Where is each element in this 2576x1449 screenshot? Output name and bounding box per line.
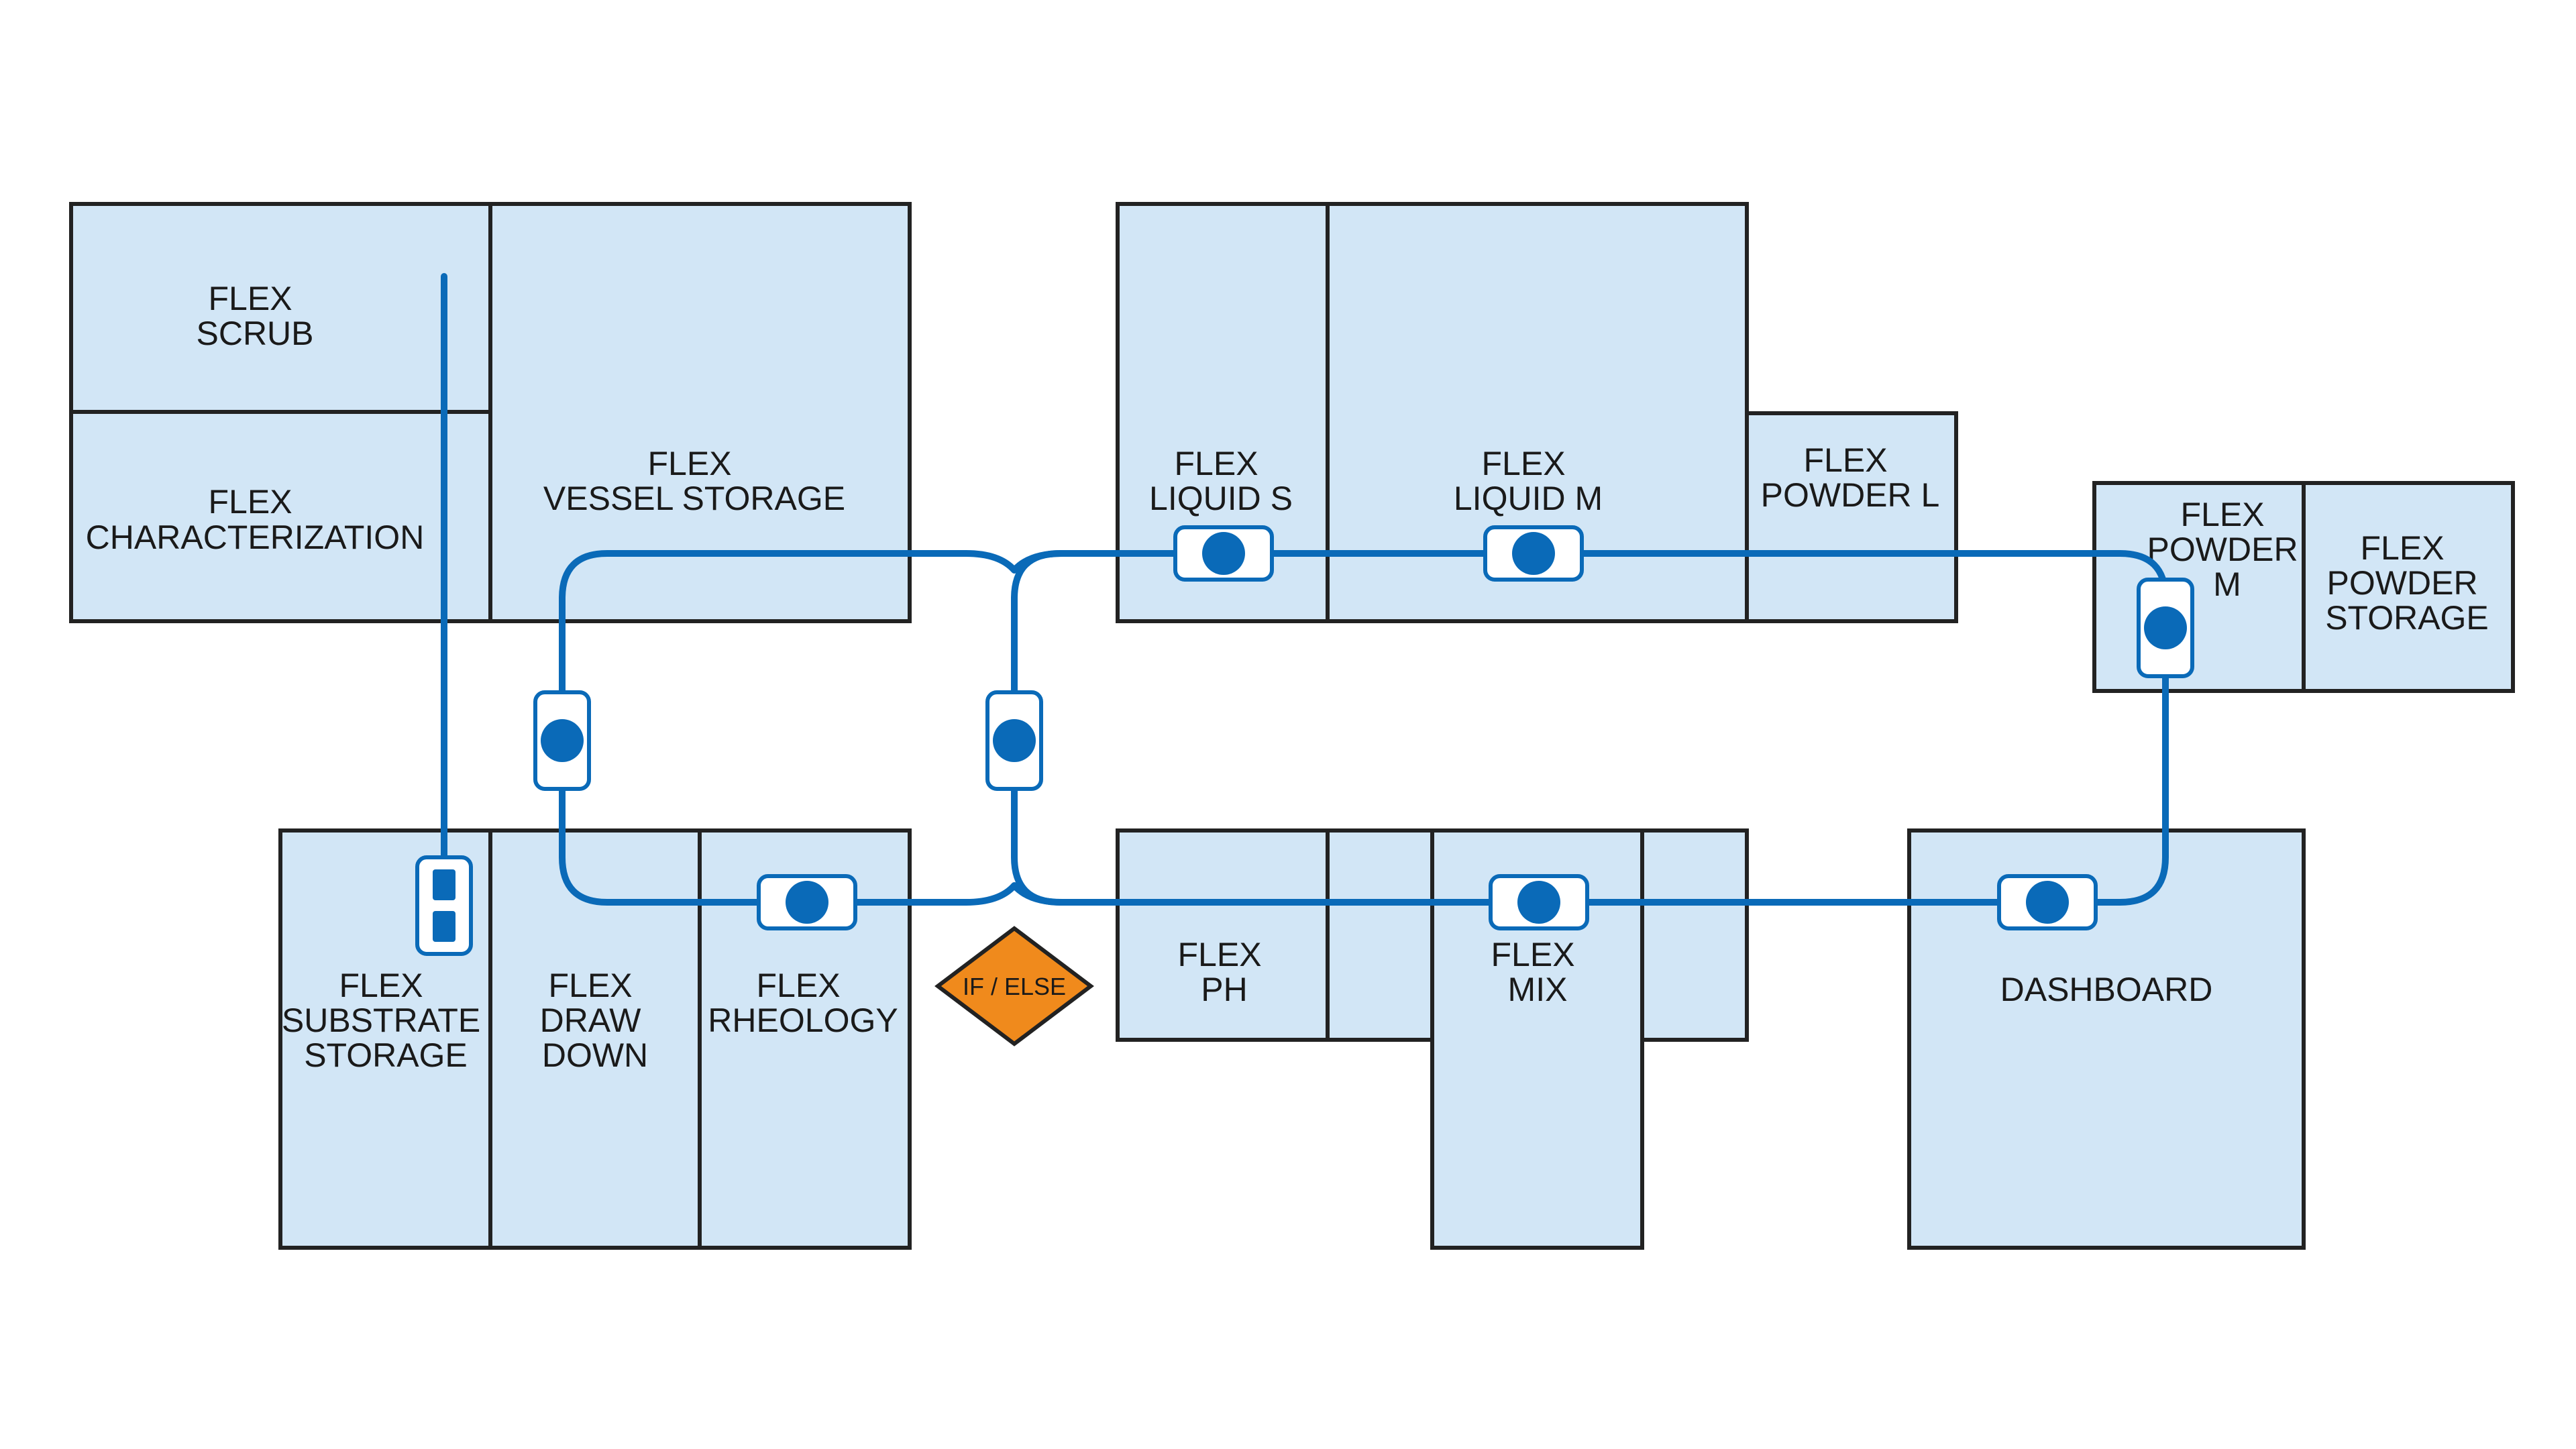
module-label-dashboard: DASHBOARD — [2000, 971, 2213, 1008]
module-label-scrub: FLEX SCRUB — [196, 280, 313, 352]
carrier-mix — [1489, 874, 1589, 930]
module-spacer-right — [1640, 828, 1749, 1042]
module-label-substrate-storage: FLEX SUBSTRATE STORAGE — [282, 967, 490, 1074]
module-label-vessel-storage: FLEX VESSEL STORAGE — [543, 445, 845, 517]
module-flex-scrub: FLEX SCRUB — [69, 202, 492, 414]
module-label-ph: FLEX PH — [1178, 936, 1271, 1008]
carrier-substrate-storage — [415, 855, 473, 956]
module-label-draw-down: FLEX DRAW DOWN — [540, 967, 651, 1074]
module-label-liquid-m: FLEX LIQUID M — [1454, 445, 1603, 517]
module-flex-powder-l: FLEX POWDER L — [1745, 411, 1958, 623]
decision-if-else: IF / ELSE — [934, 926, 1094, 1046]
module-label-mix: FLEX MIX — [1491, 936, 1585, 1008]
carrier-center — [985, 690, 1043, 791]
module-spacer-left — [1326, 828, 1434, 1042]
module-flex-powder-m: FLEX POWDER M — [2092, 481, 2308, 693]
module-label-powder-l: FLEX POWDER L — [1761, 441, 1940, 514]
module-flex-ph: FLEX PH — [1116, 828, 1330, 1042]
module-label-powder-m: FLEX POWDER M — [2147, 496, 2308, 603]
module-label-liquid-s: FLEX LIQUID S — [1149, 445, 1293, 517]
module-label-powder-storage: FLEX POWDER STORAGE — [2325, 529, 2489, 637]
carrier-liquid-m — [1483, 525, 1584, 582]
carrier-left-loop — [533, 690, 591, 791]
module-label-rheology: FLEX RHEOLOGY — [708, 967, 898, 1039]
carrier-liquid-s — [1173, 525, 1274, 582]
module-flex-powder-storage: FLEX POWDER STORAGE — [2302, 481, 2515, 693]
module-label-characterization: FLEX CHARACTERIZATION — [86, 483, 425, 556]
carrier-powder-m — [2137, 578, 2194, 678]
module-flex-vessel-storage: FLEX VESSEL STORAGE — [488, 202, 912, 623]
module-flex-draw-down: FLEX DRAW DOWN — [488, 828, 702, 1250]
track-main-loop — [1011, 550, 2169, 906]
decision-label: IF / ELSE — [963, 973, 1066, 1000]
carrier-rheology — [757, 874, 857, 930]
module-dashboard: DASHBOARD — [1907, 828, 2306, 1250]
module-flex-characterization: FLEX CHARACTERIZATION — [69, 410, 492, 623]
carrier-dashboard — [1997, 874, 2098, 930]
